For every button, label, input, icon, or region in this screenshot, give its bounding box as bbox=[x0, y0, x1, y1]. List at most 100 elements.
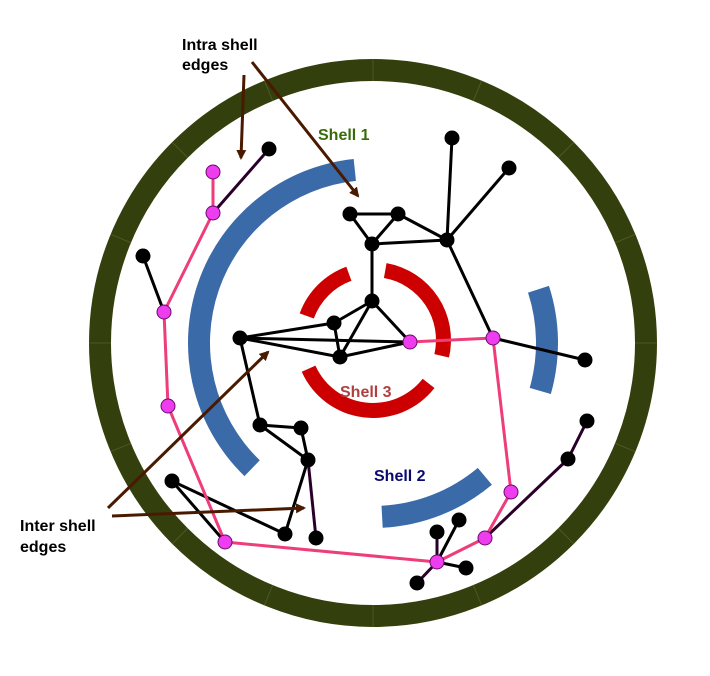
ring-tick bbox=[263, 80, 274, 102]
ring-tick bbox=[171, 141, 189, 159]
node bbox=[164, 473, 180, 489]
ring-tick bbox=[171, 527, 189, 545]
intra-shell-edge bbox=[445, 166, 511, 242]
inter-shell-node bbox=[402, 334, 418, 350]
shell-2-arc bbox=[528, 285, 558, 394]
intra-shell-edge bbox=[370, 238, 449, 246]
node bbox=[501, 160, 517, 176]
intra-shell-edge bbox=[258, 423, 310, 462]
node bbox=[332, 349, 348, 365]
node bbox=[439, 232, 455, 248]
intra-shell-edge bbox=[445, 136, 454, 242]
inter-shell-edge bbox=[162, 211, 215, 314]
inter-shell-node bbox=[156, 304, 172, 320]
shell-3-ring bbox=[299, 263, 451, 419]
inter-shell-node bbox=[160, 398, 176, 414]
node bbox=[451, 512, 467, 528]
intra-shell-edge bbox=[435, 518, 461, 564]
shell-3-label: Shell 3 bbox=[340, 384, 392, 401]
node bbox=[429, 524, 445, 540]
intra-arrow-2 bbox=[250, 61, 360, 198]
inter-shell-node bbox=[205, 164, 221, 180]
intra-shell-edge bbox=[396, 212, 449, 242]
node bbox=[308, 530, 324, 546]
node bbox=[293, 420, 309, 436]
shell-3-arc bbox=[301, 365, 435, 419]
inter-shell-edge bbox=[435, 536, 487, 564]
inter-shell-node bbox=[503, 484, 519, 500]
inter-arrow-1 bbox=[106, 350, 270, 510]
node bbox=[364, 236, 380, 252]
node bbox=[579, 413, 595, 429]
node bbox=[300, 452, 316, 468]
intra-shell-edge bbox=[306, 458, 318, 540]
inter-shell-edge bbox=[223, 540, 439, 564]
intra-shell-edge bbox=[141, 254, 166, 314]
node bbox=[577, 352, 593, 368]
inter-arrow-2 bbox=[111, 503, 306, 518]
inter-shell-edge bbox=[483, 490, 513, 540]
node bbox=[409, 575, 425, 591]
inter-shell-node bbox=[485, 330, 501, 346]
ring-tick bbox=[614, 442, 636, 453]
node bbox=[560, 451, 576, 467]
node bbox=[458, 560, 474, 576]
node bbox=[390, 206, 406, 222]
intra-arrow-1 bbox=[236, 74, 247, 160]
ring-tick bbox=[472, 80, 483, 102]
intra-shell-edge bbox=[211, 147, 271, 215]
node bbox=[326, 315, 342, 331]
node bbox=[252, 417, 268, 433]
node bbox=[444, 130, 460, 146]
ring-tick bbox=[263, 584, 274, 606]
node bbox=[261, 141, 277, 157]
node bbox=[135, 248, 151, 264]
inter-shell-label-line2: edges bbox=[20, 539, 66, 556]
shell-2-ring bbox=[188, 159, 558, 528]
inter-shell-edge bbox=[491, 336, 513, 494]
inter-shell-node bbox=[217, 534, 233, 550]
ring-tick bbox=[472, 584, 483, 606]
shell-2-arc bbox=[188, 159, 356, 477]
intra-shell-edge bbox=[338, 299, 374, 359]
node bbox=[342, 206, 358, 222]
ring-tick bbox=[557, 527, 575, 545]
nodes-group bbox=[135, 130, 595, 591]
intra-shell-edge bbox=[238, 336, 262, 427]
inter-shell-edge bbox=[408, 336, 495, 344]
intra-shell-edge bbox=[445, 238, 495, 340]
intra-shell-edge bbox=[491, 336, 587, 362]
intra-shell-edge bbox=[338, 340, 412, 359]
shell-3-arc bbox=[299, 266, 352, 319]
intra-shell-edge bbox=[238, 336, 412, 344]
inter-shell-node bbox=[429, 554, 445, 570]
intra-shell-edge bbox=[483, 457, 570, 540]
shell-2-label: Shell 2 bbox=[374, 468, 426, 485]
shell-1-label: Shell 1 bbox=[318, 127, 370, 144]
shell-3-arc bbox=[383, 263, 451, 358]
intra-shell-edge bbox=[370, 299, 412, 344]
ring-tick bbox=[614, 233, 636, 244]
intra-shell-label-line2: edges bbox=[182, 57, 228, 74]
ring-tick bbox=[110, 442, 132, 453]
shell-1-ring-ticks bbox=[89, 59, 657, 627]
inter-shell-label-line1: Inter shell bbox=[20, 518, 96, 535]
ring-tick bbox=[557, 141, 575, 159]
annotation-arrows bbox=[106, 61, 360, 518]
intra-shell-label-line1: Intra shell bbox=[182, 37, 258, 54]
node bbox=[232, 330, 248, 346]
inter-shell-node bbox=[477, 530, 493, 546]
ring-tick bbox=[110, 233, 132, 244]
intra-shell-edge bbox=[283, 458, 310, 536]
intra-shell-edge bbox=[238, 336, 342, 359]
inter-shell-node bbox=[205, 205, 221, 221]
intra-shell-edge bbox=[170, 479, 287, 536]
node bbox=[277, 526, 293, 542]
node bbox=[364, 293, 380, 309]
shell-2-arc bbox=[381, 467, 492, 528]
inter-shell-edge bbox=[166, 404, 227, 544]
inter-shell-edge bbox=[162, 310, 170, 408]
intra-shell-edge bbox=[238, 321, 336, 340]
